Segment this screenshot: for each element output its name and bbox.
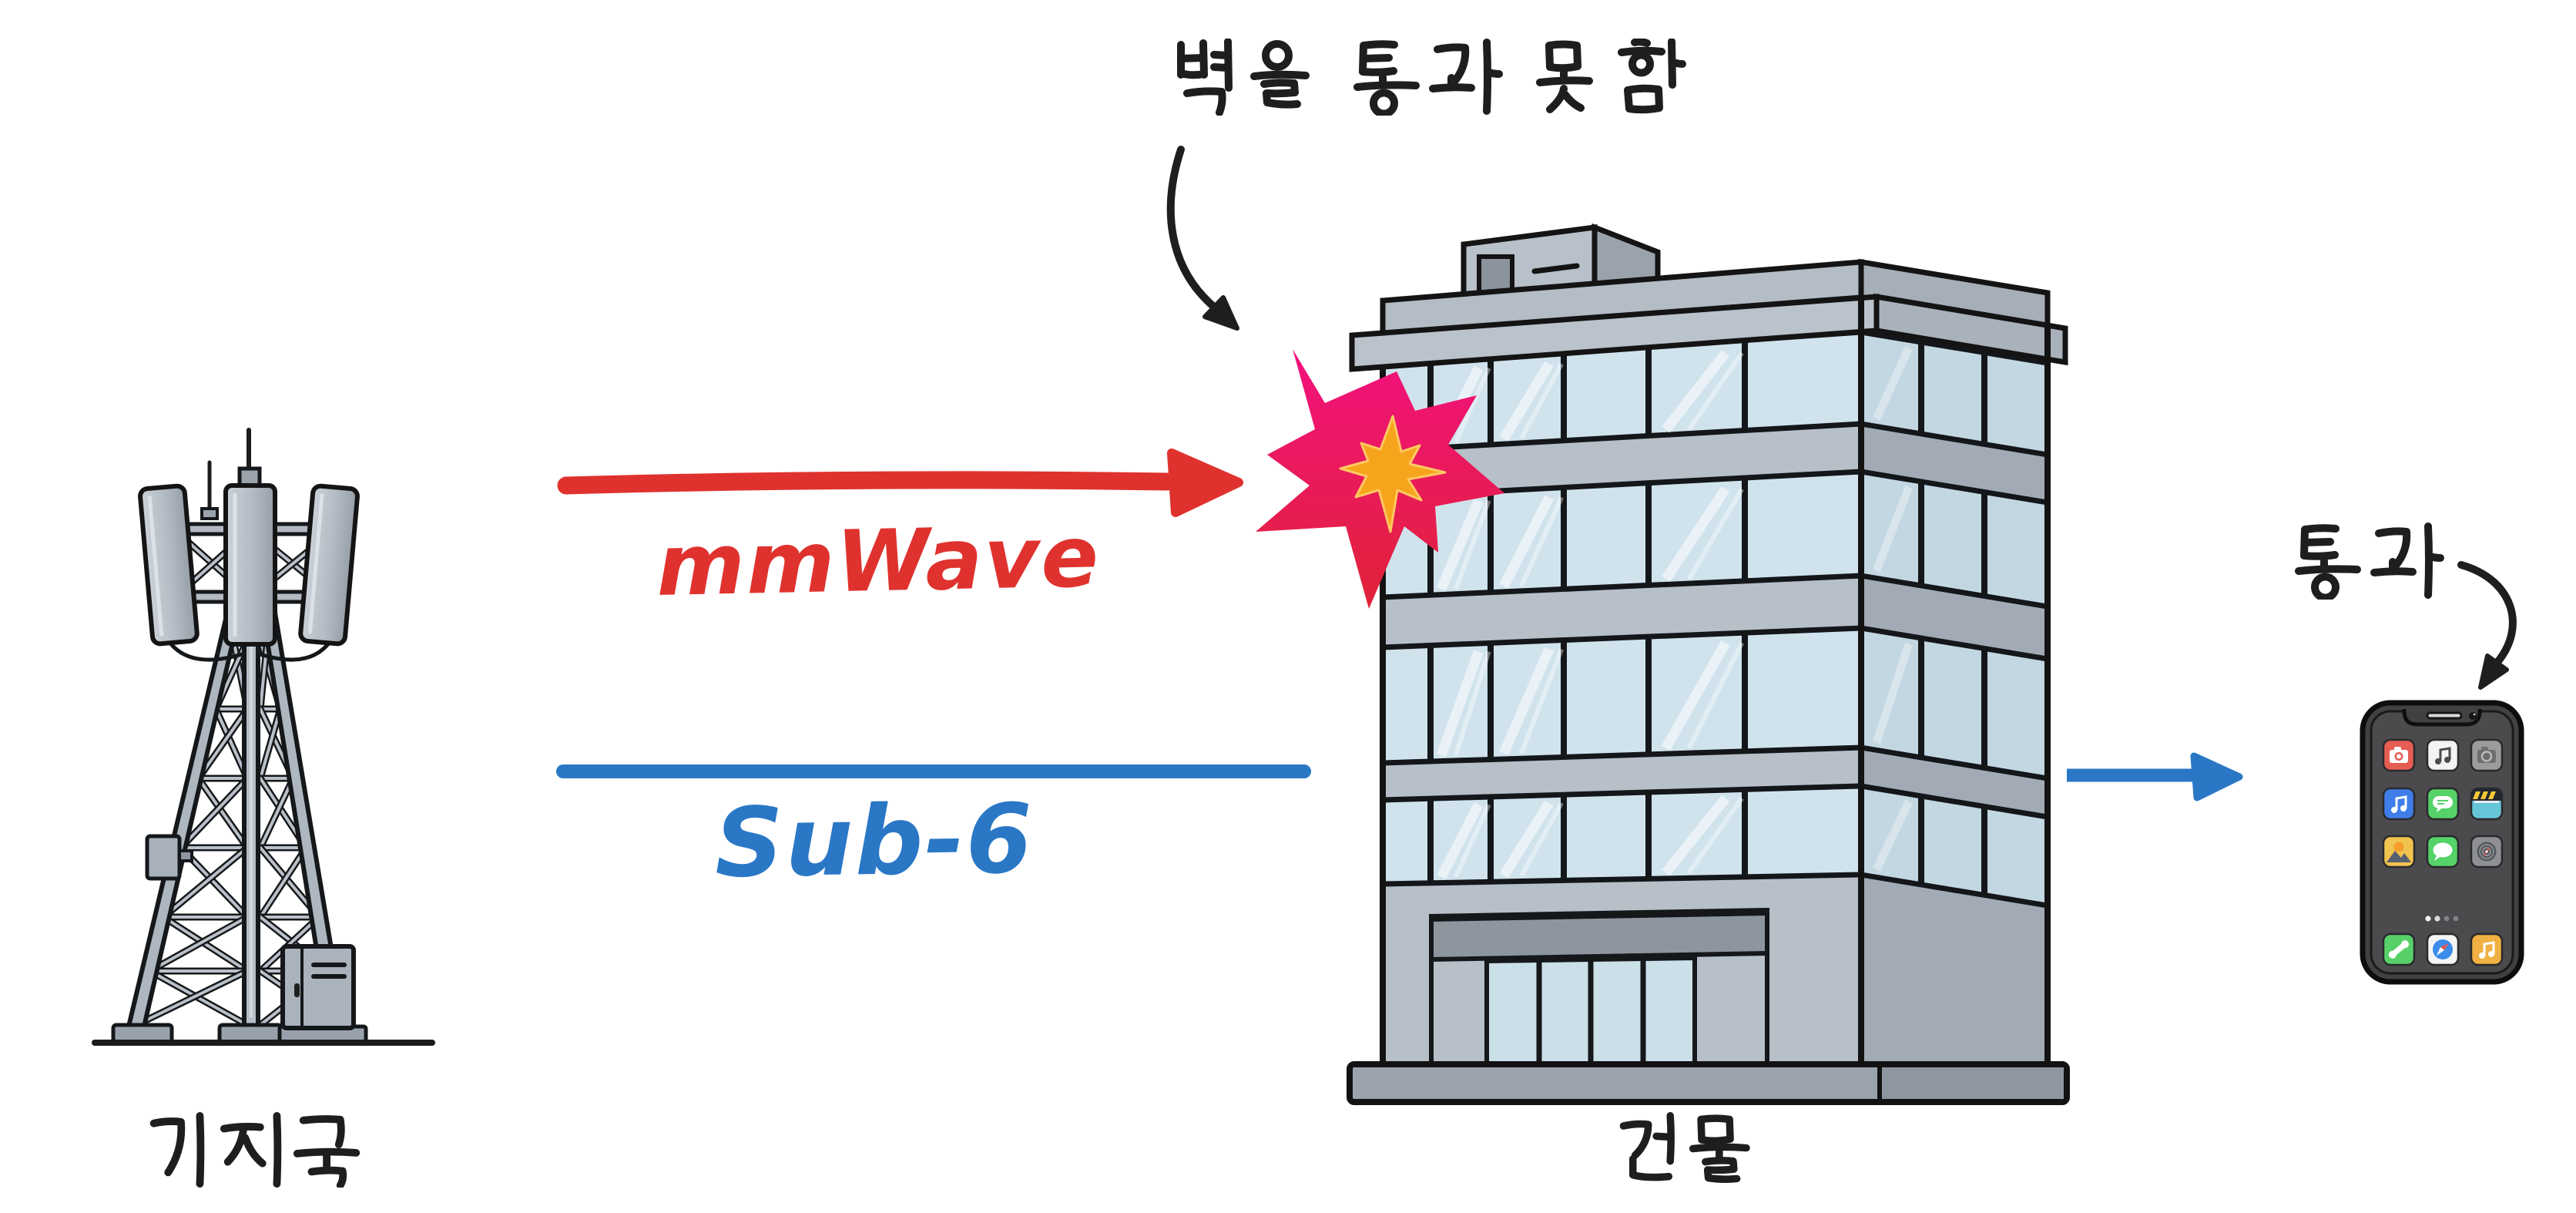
- note-curved-arrow: [1166, 146, 1239, 331]
- cell-tower-illustration: [92, 428, 435, 1046]
- hangul-glyph: [1353, 40, 1420, 116]
- phone-app-icon-camera-gray: [2470, 738, 2504, 772]
- sub6-line: [556, 764, 1311, 778]
- hangul-glyph: [220, 1112, 282, 1188]
- hangul-glyph: [1536, 40, 1593, 113]
- phone-app-icon-photos-yellow: [2382, 835, 2416, 869]
- sub6-label: Sub-6: [713, 784, 1035, 899]
- pass-curved-arrow: [2457, 561, 2517, 690]
- pass-note: 통과: [2293, 522, 2447, 600]
- phone-app-icon-camera-red: [2382, 738, 2416, 772]
- hangul-glyph: [2295, 524, 2361, 600]
- sub6-exit-arrow: [2067, 752, 2243, 801]
- phone-front-camera: [2469, 712, 2477, 720]
- entrance-lintel: [1429, 910, 1769, 963]
- mmwave-arrow-shaft: [557, 471, 1176, 495]
- phone-app-icon-music-orange: [2470, 932, 2504, 966]
- hangul-glyph: [1618, 39, 1686, 114]
- mmwave-arrow: [557, 449, 1243, 517]
- note-curved-arrowhead: [1202, 295, 1239, 331]
- tower-utility-box: [145, 834, 182, 881]
- hangul-glyph: [2370, 522, 2444, 599]
- building-illustration: [1347, 223, 2070, 1105]
- phone-app-icon-messages-green: [2426, 835, 2460, 869]
- phone-app-icon-phone-green: [2382, 932, 2416, 966]
- building-base-slab: [1347, 1061, 2070, 1105]
- antenna-panel-center: [223, 483, 277, 647]
- building-cornice-side: [1873, 293, 2068, 366]
- hangul-glyph: [149, 1112, 205, 1188]
- sub6-exit-arrowhead: [2190, 752, 2243, 801]
- phone-app-icon-music-blue: [2382, 787, 2416, 821]
- impact-star-inner: [1339, 415, 1447, 533]
- phone-app-icon-chat-green: [2426, 787, 2460, 821]
- building-label: 건물: [1615, 1112, 1761, 1185]
- tower-left-leg: [126, 610, 243, 1029]
- phone-page-dots: [2425, 916, 2459, 922]
- hangul-glyph: [1689, 1114, 1750, 1183]
- phone-speaker: [2426, 711, 2463, 720]
- pass-curved-arrowhead: [2478, 654, 2509, 690]
- building-side-windows: [1858, 328, 2051, 909]
- phone-app-icon-videos-clapper: [2470, 787, 2504, 821]
- wall-block-note: 벽을 통과 못함: [1169, 39, 1687, 116]
- phone-app-icon-music-white: [2426, 738, 2460, 772]
- note-curved-arrow-shaft: [1166, 146, 1219, 312]
- building-entrance: [1429, 907, 1769, 1067]
- hangul-glyph: [1619, 1112, 1675, 1181]
- antenna-cable-right: [256, 639, 333, 662]
- hangul-glyph: [1429, 39, 1503, 115]
- mmwave-arrowhead: [1167, 449, 1243, 517]
- base-station-label: 기지국: [141, 1112, 367, 1188]
- pass-curved-arrow-shaft: [2457, 561, 2517, 665]
- hangul-glyph: [1250, 40, 1310, 109]
- equipment-cabinet: [280, 944, 356, 1030]
- phone-app-icon-safari-blue: [2426, 932, 2460, 966]
- antenna-panel-left: [138, 483, 200, 647]
- tower-utility-box-stub: [178, 849, 193, 862]
- antenna-foot: [200, 507, 219, 520]
- antenna-cable-left: [166, 639, 247, 662]
- hangul-glyph: [1177, 39, 1233, 116]
- mmwave-label: mmWave: [655, 506, 1102, 616]
- phone-camera-glint: [2473, 713, 2476, 716]
- phone-app-icon-compass-gray: [2470, 835, 2504, 869]
- impact-star: [1256, 349, 1504, 609]
- antenna-panel-right: [298, 483, 360, 647]
- phone-illustration: [2360, 700, 2524, 985]
- hangul-glyph: [293, 1115, 361, 1188]
